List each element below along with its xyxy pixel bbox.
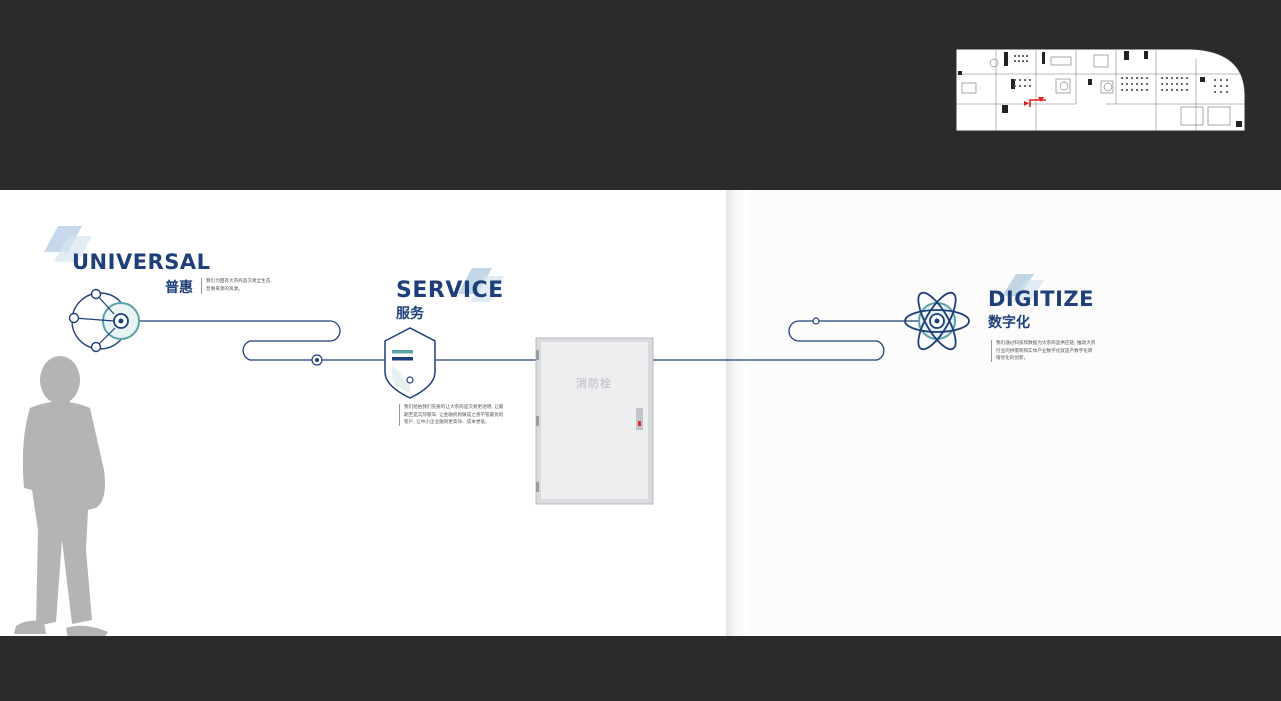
decor-triangles <box>44 226 1044 302</box>
service-title-en: SERVICE <box>396 278 504 303</box>
service-title-cn: 服务 <box>396 306 424 322</box>
floor-band <box>0 636 1281 701</box>
digitize-description-line: 行业的供需积和实体产业数字化就是产数字化转 <box>996 348 1093 354</box>
universal-title-cn: 普惠 <box>165 280 193 296</box>
universal-description: 我们为国有大宗商品交易全生态, 普惠来源的资源。 <box>206 278 272 293</box>
service-description-line: 客户, 让中小企业融资更高效、成本更低。 <box>404 420 490 426</box>
person-silhouette <box>14 356 108 636</box>
service-description: 我们给拍我们先要的让大宗商品交易更透明, 让最 期至是实际服车, 让金融机构做成… <box>404 404 503 427</box>
universal-title-en: UNIVERSAL <box>72 250 211 274</box>
connector-node <box>812 317 820 325</box>
right-wall-panel <box>748 190 1281 636</box>
digitize-title-en: DIGITIZE <box>988 287 1095 311</box>
service-description-line: 我们给拍我们先要的让大宗商品交易更透明, 让最 <box>404 405 504 410</box>
digitize-divider <box>991 340 992 362</box>
digitize-description-line: 增优化的创新。 <box>996 356 1029 362</box>
universal-description-line: 我们为国有大宗商品交易全生态, <box>206 279 272 284</box>
atom-icon <box>904 291 970 351</box>
digitize-title-cn: 数字化 <box>988 315 1030 331</box>
location-marker <box>1024 97 1046 107</box>
cabinet-label: 消防栓 <box>576 377 612 390</box>
digitize-description-line: 我们通过科技和数据为大宗商品供应链, 推动大宗 <box>996 341 1096 346</box>
service-divider <box>399 404 400 426</box>
fire-hydrant-cabinet <box>535 337 654 505</box>
wall-graphic <box>14 226 1044 636</box>
connector-line <box>122 320 935 361</box>
digitize-description: 我们通过科技和数据为大宗商品供应链, 推动大宗 行业的供需积和实体产业数字化就是… <box>996 340 1095 363</box>
universal-divider <box>201 278 202 294</box>
shield-icon <box>384 327 436 399</box>
floor-plan-inset <box>955 48 1246 132</box>
wall-corner-shadow <box>726 190 748 636</box>
service-description-line: 期至是实际服车, 让金融机构做成之感不管最优的 <box>404 412 504 418</box>
universal-description-line: 普惠来源的资源。 <box>206 286 243 292</box>
floor-plan-drawing <box>955 48 1246 132</box>
wall-mockup: UNIVERSAL 普惠 我们为国有大宗商品交易全生态, 普惠来源的资源。 SE… <box>0 190 1281 636</box>
network-icon <box>68 288 140 353</box>
